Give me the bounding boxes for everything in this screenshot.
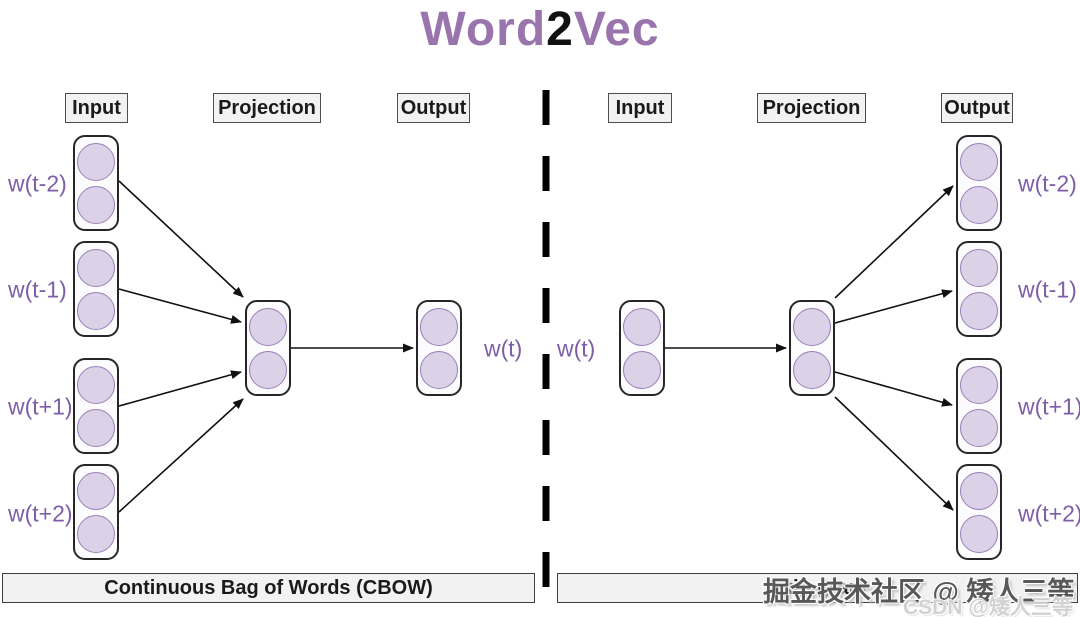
skipgram-label-wt: w(t)	[557, 335, 596, 362]
cbow-caption-bar: Continuous Bag of Words (CBOW)	[2, 573, 535, 603]
neuron-circle	[960, 514, 998, 553]
skipgram-label-wt+1: w(t+1)	[1018, 393, 1080, 420]
skipgram-arrow-projection-wt-1	[834, 289, 953, 324]
neuron-circle	[960, 291, 998, 330]
cbow-header-projection: Projection	[213, 93, 321, 123]
cbow-arrow-wt+2-projection	[118, 398, 244, 513]
neuron-circle	[960, 142, 998, 181]
skipgram-label-wt+2: w(t+2)	[1018, 500, 1080, 527]
neuron-circle	[249, 307, 287, 346]
watermark-csdn: CSDN @矮人三等	[903, 596, 1073, 617]
neuron-circle	[77, 408, 115, 447]
neuron-circle	[960, 365, 998, 404]
title-word: Word	[420, 3, 547, 56]
neuron-circle	[77, 514, 115, 553]
neuron-circle	[77, 142, 115, 181]
skipgram-header-input: Input	[608, 93, 672, 123]
cbow-input-capsule-wt-1	[73, 241, 119, 337]
skipgram-arrow-projection-wt-2	[834, 185, 954, 299]
skipgram-caption-bar: Skip-gram	[557, 573, 1078, 603]
cbow-label-wt+2: w(t+2)	[8, 500, 73, 527]
neuron-circle	[77, 365, 115, 404]
skipgram-arrow-projection-wt+2	[834, 396, 954, 511]
page-title: Word2Vec	[0, 2, 1080, 57]
cbow-label-wt-2: w(t-2)	[8, 170, 67, 197]
skipgram-output-capsule-wt+2	[956, 464, 1002, 560]
cbow-arrow-wt-1-projection	[118, 288, 242, 324]
cbow-input-capsule-wt+1	[73, 358, 119, 454]
skipgram-output-capsule-wt-2	[956, 135, 1002, 231]
cbow-input-capsule-wt+2	[73, 464, 119, 560]
cbow-input-capsule-wt-2	[73, 135, 119, 231]
skipgram-output-capsule-wt-1	[956, 241, 1002, 337]
neuron-circle	[249, 350, 287, 389]
neuron-circle	[77, 291, 115, 330]
skipgram-output-capsule-wt+1	[956, 358, 1002, 454]
cbow-arrow-wt+1-projection	[118, 370, 242, 407]
neuron-circle	[793, 350, 831, 389]
neuron-circle	[77, 248, 115, 287]
cbow-label-wt-1: w(t-1)	[8, 276, 67, 303]
neuron-circle	[960, 408, 998, 447]
cbow-label-wt+1: w(t+1)	[8, 393, 73, 420]
cbow-projection-capsule	[245, 300, 291, 396]
skipgram-input-capsule	[619, 300, 665, 396]
skipgram-label-wt-1: w(t-1)	[1018, 276, 1077, 303]
skipgram-label-wt-2: w(t-2)	[1018, 170, 1077, 197]
neuron-circle	[77, 185, 115, 224]
neuron-circle	[960, 471, 998, 510]
cbow-header-output: Output	[397, 93, 470, 123]
skipgram-projection-capsule	[789, 300, 835, 396]
skipgram-header-projection: Projection	[757, 93, 866, 123]
cbow-output-capsule	[416, 300, 462, 396]
neuron-circle	[960, 185, 998, 224]
skipgram-header-output: Output	[941, 93, 1013, 123]
neuron-circle	[623, 307, 661, 346]
cbow-arrow-wt-2-projection	[118, 180, 244, 298]
watermark-juejin: 掘金技术社区 @ 矮人三等	[763, 577, 1075, 607]
neuron-circle	[960, 248, 998, 287]
cbow-label-wt: w(t)	[484, 335, 523, 362]
skipgram-arrow-projection-wt+1	[834, 371, 953, 407]
neuron-circle	[77, 471, 115, 510]
neuron-circle	[793, 307, 831, 346]
cbow-header-input: Input	[65, 93, 128, 123]
neuron-circle	[623, 350, 661, 389]
title-two: 2	[546, 3, 574, 56]
neuron-circle	[420, 350, 458, 389]
neuron-circle	[420, 307, 458, 346]
title-vec: Vec	[573, 3, 660, 56]
